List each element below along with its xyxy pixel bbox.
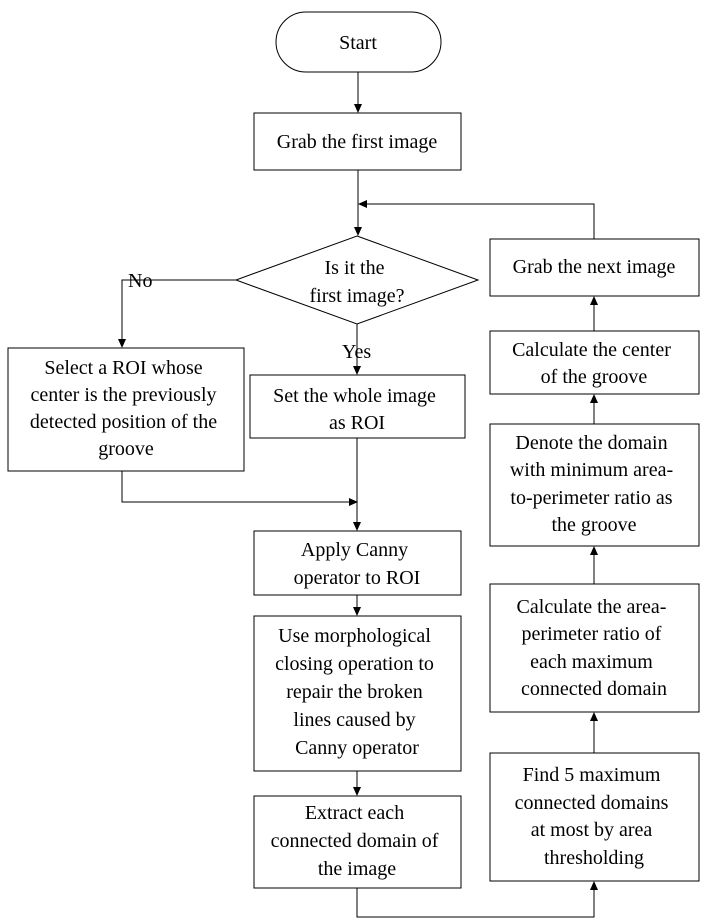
closing-line: repair the broken — [286, 681, 423, 703]
is-first-line: Is it the — [325, 257, 385, 279]
find-max-line: at most by area — [531, 819, 653, 841]
arrowhead — [590, 881, 598, 890]
arrowhead — [358, 200, 367, 208]
set-whole-box — [249, 374, 466, 439]
calc-ratio-line: Calculate the area- — [517, 596, 667, 618]
arrowhead — [118, 339, 126, 348]
edge-select-to-merge — [121, 471, 351, 503]
denote-line: with minimum area- — [510, 459, 673, 481]
select-roi-line: groove — [98, 438, 154, 460]
denote-line: the groove — [552, 514, 637, 536]
grab-first-line: Grab the first image — [277, 131, 438, 153]
closing-line: Use morphological — [278, 625, 431, 647]
select-roi-box — [7, 347, 245, 472]
canny-line: Apply Canny — [301, 539, 408, 561]
select-roi-line: Select a ROI whose — [44, 357, 202, 379]
start-label: Start — [339, 32, 377, 54]
grab-next-line: Grab the next image — [513, 256, 676, 278]
arrowhead — [354, 104, 362, 113]
calc-center-box — [489, 330, 700, 395]
denote-box — [489, 423, 700, 547]
canny-box — [253, 530, 462, 596]
grab-first-label: Grab the first image — [277, 131, 438, 153]
extract-line: the image — [318, 858, 396, 880]
canny-label: Apply Canny operator to ROI — [294, 539, 421, 589]
denote-line: Denote the domain — [515, 432, 667, 454]
extract-line: connected domain of — [271, 830, 439, 852]
arrowhead — [353, 607, 361, 616]
calc-center-label: Calculate the center of the groove — [512, 339, 676, 388]
start-line: Start — [339, 32, 377, 54]
edge-label-no: No — [128, 270, 152, 292]
denote-label: Denote the domain with minimum area- to-… — [510, 432, 678, 536]
arrowhead — [349, 498, 358, 506]
calc-ratio-label: Calculate the area- perimeter ratio of e… — [517, 596, 672, 700]
extract-line: Extract each — [305, 802, 404, 824]
arrowhead — [590, 394, 598, 403]
set-whole-label: Set the whole image as ROI — [273, 385, 441, 434]
canny-line: operator to ROI — [294, 567, 421, 589]
edge-extract-to-find — [356, 888, 595, 918]
find-max-label: Find 5 maximum connected domains at most… — [515, 764, 674, 869]
closing-line: Canny operator — [295, 737, 419, 759]
grab-next-box — [489, 238, 700, 297]
select-roi-line: detected position of the — [30, 411, 217, 433]
find-max-box — [489, 752, 700, 882]
closing-line: closing operation to — [275, 653, 434, 675]
calc-ratio-line: perimeter ratio of — [522, 623, 662, 645]
calc-center-line: of the groove — [541, 366, 648, 388]
extract-label: Extract each connected domain of the ima… — [271, 802, 444, 880]
closing-line: lines caused by — [293, 709, 415, 731]
find-max-line: connected domains — [515, 792, 669, 814]
arrowhead — [354, 227, 362, 236]
calc-ratio-box — [489, 583, 700, 713]
arrowhead — [353, 787, 361, 796]
arrowhead — [590, 296, 598, 305]
find-max-line: thresholding — [544, 847, 644, 869]
is-first-decision — [234, 235, 480, 325]
is-first-label: Is it the first image? — [310, 257, 405, 307]
edge-decision-no — [121, 279, 236, 341]
set-whole-line: Set the whole image — [273, 385, 436, 407]
arrowhead — [590, 546, 598, 555]
grab-first-box — [253, 112, 462, 171]
select-roi-label: Select a ROI whose center is the previou… — [30, 357, 222, 460]
grab-next-label: Grab the next image — [513, 256, 676, 278]
calc-ratio-line: each maximum — [530, 651, 653, 673]
edge-label-yes: Yes — [342, 341, 371, 363]
arrowhead — [590, 712, 598, 721]
closing-label: Use morphological closing operation to r… — [275, 625, 439, 759]
arrowhead — [353, 522, 361, 531]
calc-ratio-line: connected domain — [521, 678, 667, 700]
calc-center-line: Calculate the center — [512, 339, 671, 361]
denote-line: to-perimeter ratio as — [510, 487, 672, 509]
find-max-line: Find 5 maximum — [523, 764, 661, 786]
edge-next-to-loop — [365, 203, 595, 239]
select-roi-line: center is the previously — [30, 384, 216, 406]
arrowhead — [353, 366, 361, 375]
set-whole-line: as ROI — [329, 412, 385, 434]
is-first-line: first image? — [310, 285, 405, 307]
